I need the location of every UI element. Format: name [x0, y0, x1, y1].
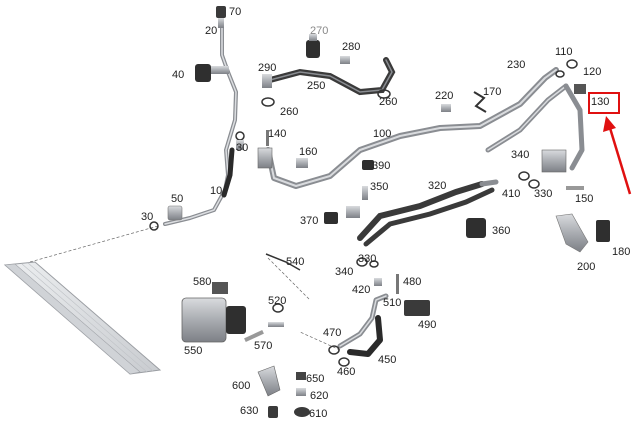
highlight-arrow — [603, 116, 632, 195]
highlight-box-130 — [588, 92, 620, 114]
seal-520 — [272, 303, 284, 313]
callout-160: 160 — [299, 146, 318, 158]
callout-10: 10 — [210, 185, 223, 197]
callout-260-left: 260 — [280, 106, 299, 118]
callout-540: 540 — [286, 256, 305, 268]
fitting-30-upper — [235, 131, 245, 150]
expansion-valve — [518, 149, 584, 190]
callout-70: 70 — [229, 6, 242, 18]
compressor-550 — [181, 282, 246, 343]
callout-360: 360 — [492, 225, 511, 237]
callout-390: 390 — [372, 160, 391, 172]
clip-160 — [296, 158, 308, 168]
hose-250 — [262, 57, 396, 96]
brackets-200-180 — [555, 213, 610, 253]
condenser — [3, 261, 162, 375]
callout-630: 630 — [240, 405, 259, 417]
sensor-390 — [362, 160, 374, 170]
callout-30-upper: 30 — [236, 142, 249, 154]
callout-120: 120 — [583, 66, 602, 78]
sensor-350 — [362, 186, 368, 200]
callout-520: 520 — [268, 295, 287, 307]
callout-620: 620 — [310, 390, 329, 402]
pipe-450 — [337, 293, 389, 357]
callout-330-right: 330 — [534, 188, 553, 200]
sensor-360 — [466, 218, 486, 238]
callout-550: 550 — [184, 345, 203, 357]
fitting-280 — [340, 56, 350, 64]
callout-340-lower: 340 — [335, 266, 354, 278]
callout-610: 610 — [309, 408, 328, 420]
callout-420: 420 — [352, 284, 371, 296]
fitting-40 — [195, 64, 229, 82]
clip-170 — [473, 91, 487, 113]
bracket-140 — [257, 130, 273, 169]
callout-30-lower: 30 — [141, 211, 154, 223]
callout-450: 450 — [378, 354, 397, 366]
callout-110: 110 — [555, 46, 573, 58]
callout-20: 20 — [205, 25, 218, 37]
callout-200: 200 — [577, 261, 596, 273]
valve-370 — [324, 206, 360, 224]
fitting-50 — [149, 205, 183, 231]
leader-lines — [29, 225, 341, 351]
callout-250: 250 — [307, 80, 326, 92]
bolt-220 — [441, 104, 451, 112]
clip-540 — [265, 253, 301, 271]
fitting-510 — [268, 322, 284, 327]
mount-600 — [257, 365, 281, 397]
callout-470: 470 — [323, 327, 342, 339]
valve-270 — [306, 34, 320, 58]
connector-490 — [404, 300, 430, 316]
pipe-100 — [265, 67, 585, 189]
callout-510: 510 — [383, 297, 402, 309]
callout-50: 50 — [171, 193, 184, 205]
callout-410: 410 — [502, 188, 521, 200]
bolt-480 — [396, 274, 399, 294]
callout-650: 650 — [306, 373, 325, 385]
callout-340-right: 340 — [511, 149, 530, 161]
callout-130: 130 — [591, 96, 610, 108]
seals-470-460 — [328, 345, 350, 367]
hose-320 — [357, 179, 499, 247]
callout-350: 350 — [370, 181, 389, 193]
callout-100: 100 — [373, 128, 392, 140]
bolt-630-610 — [268, 406, 310, 418]
callout-570: 570 — [254, 340, 273, 352]
fitting-70 — [216, 6, 226, 28]
bolt-570 — [244, 329, 264, 343]
bolt-650-620 — [296, 372, 306, 396]
callout-150: 150 — [575, 193, 594, 205]
callout-600: 600 — [232, 380, 251, 392]
callout-270: 270 — [310, 25, 329, 37]
callout-40: 40 — [172, 69, 185, 81]
callout-180: 180 — [612, 246, 631, 258]
callout-220: 220 — [435, 90, 454, 102]
seals-340-330 — [356, 257, 379, 268]
callout-230: 230 — [507, 59, 526, 71]
seals-260 — [261, 89, 391, 107]
callout-290: 290 — [258, 62, 277, 74]
callout-260-right: 260 — [379, 96, 398, 108]
callout-460: 460 — [337, 366, 356, 378]
callout-580: 580 — [193, 276, 212, 288]
callout-170: 170 — [483, 86, 502, 98]
callout-320: 320 — [428, 180, 447, 192]
callout-370: 370 — [300, 215, 319, 227]
callout-140: 140 — [268, 128, 287, 140]
callout-330-lower: 330 — [358, 253, 377, 265]
callout-480: 480 — [403, 276, 422, 288]
callout-280: 280 — [342, 41, 361, 53]
callout-490: 490 — [418, 319, 437, 331]
fitting-420 — [374, 278, 382, 286]
fittings-110-130 — [555, 59, 586, 94]
